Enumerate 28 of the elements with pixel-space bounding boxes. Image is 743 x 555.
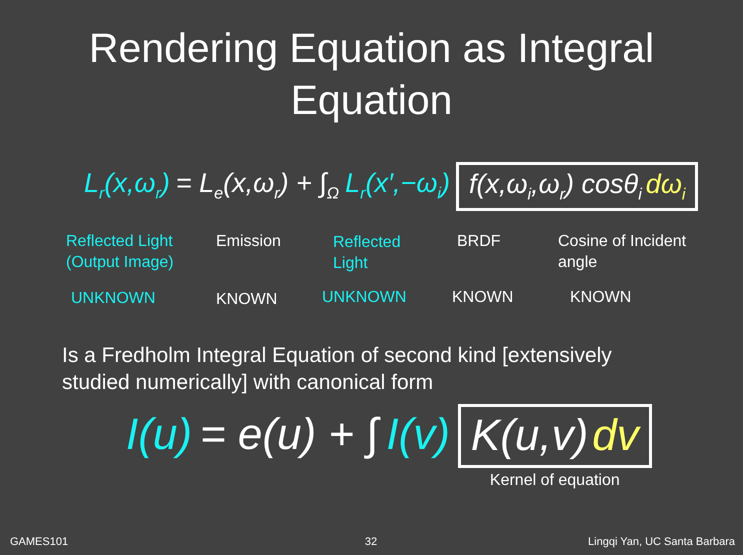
equation-term: I(u): [126, 409, 192, 460]
equation-term: K(u,v): [470, 411, 588, 461]
term-description: Emission: [216, 232, 282, 252]
equation-term-box: [456, 162, 698, 212]
body-paragraph: Is a Fredholm Integral Equation of second kind [extensively studied numerically] with canonical form: [62, 343, 613, 396]
status-text: KNOWN: [216, 290, 278, 310]
equation-term: L$_{r}$(x′,−ω$_{i}$): [345, 167, 450, 204]
footer-text: GAMES101: [10, 535, 70, 550]
status-text: KNOWN: [452, 288, 514, 308]
equation-term-box: [458, 404, 652, 468]
equation-term: dω$_{i}$: [646, 169, 686, 204]
status-text: KNOWN: [570, 288, 632, 308]
term-description: Cosine of Incident angle: [558, 232, 688, 273]
box-caption: Kernel of equation: [490, 472, 620, 490]
equation-term: f(x,ω$_{i}$,ω$_{r}$) cosθ$_{i}$: [468, 169, 642, 204]
slide-title: Rendering Equation as Integral Equation: [88, 24, 656, 125]
equation-term: = e(u) + ∫: [200, 409, 378, 460]
equation-term: I(v): [386, 409, 450, 460]
term-description: BRDF: [457, 232, 502, 252]
equation-term: = L$_{e}$(x,ω$_{r}$) + ∫$_{Ω}$: [176, 167, 340, 204]
term-description: Reflected Light: [333, 233, 402, 274]
equation-term: dv: [592, 411, 639, 461]
status-text: UNKNOWN: [71, 289, 156, 309]
status-text: UNKNOWN: [322, 288, 408, 308]
footer-text: Lingqi Yan, UC Santa Barbara: [587, 535, 735, 550]
page-number: 32: [364, 535, 378, 550]
term-description: Reflected Light (Output Image): [66, 232, 175, 273]
equation-term: L$_{r}$(x,ω$_{r}$): [84, 167, 170, 204]
